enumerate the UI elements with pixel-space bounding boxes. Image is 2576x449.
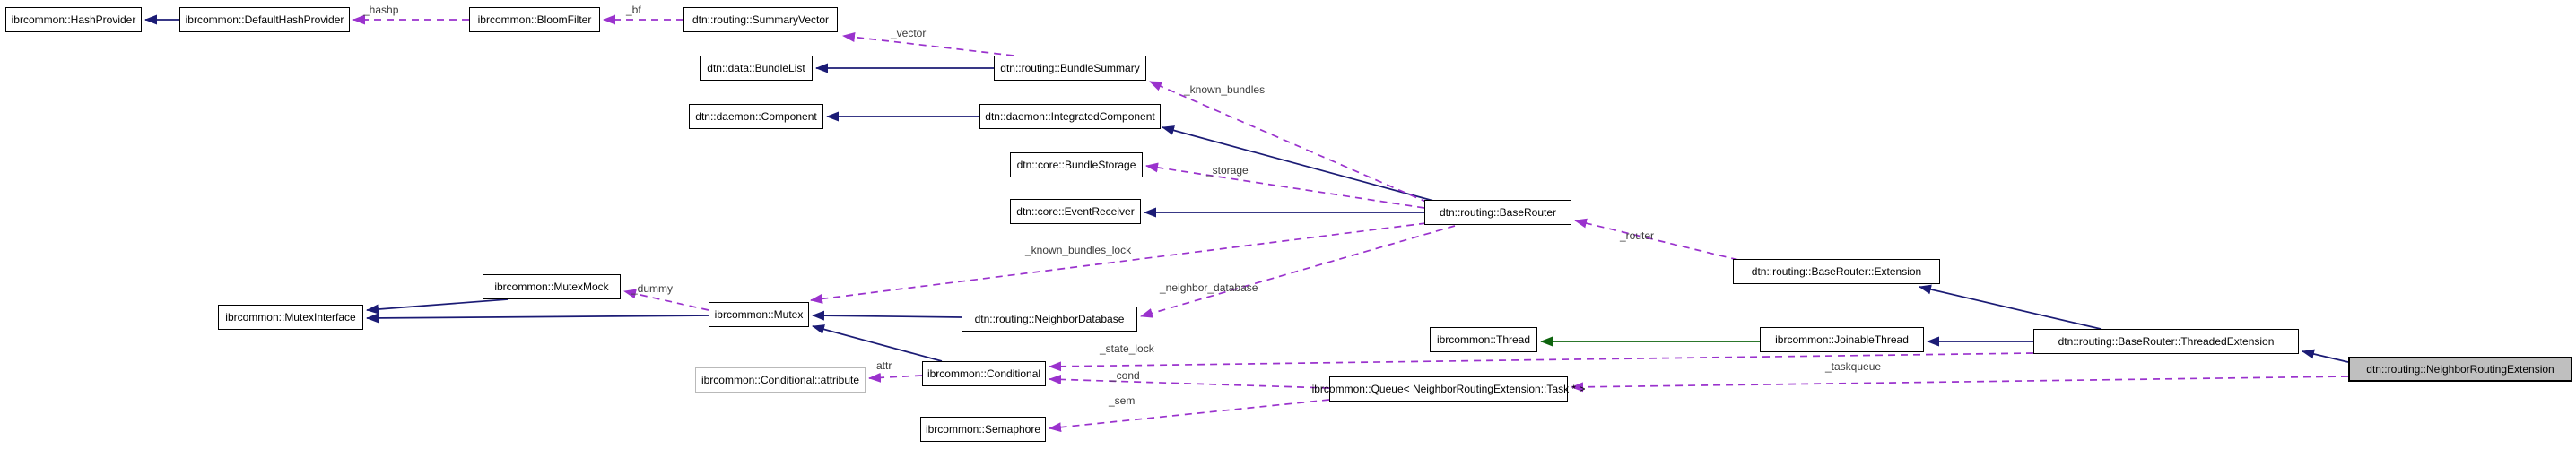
- edge-label-cond: _cond: [1110, 369, 1140, 382]
- edge-label-dummy: _dummy: [631, 282, 674, 295]
- edge-neighbordatabase-to-mutex: [812, 310, 962, 321]
- node-conditional-attribute[interactable]: ibrcommon::Conditional::attribute: [695, 367, 866, 393]
- node-hashprovider[interactable]: ibrcommon::HashProvider: [5, 7, 142, 32]
- edge-queue-to-semaphore: [1049, 399, 1330, 433]
- edge-label-sem: _sem: [1109, 394, 1136, 407]
- edge-baserouter-to-bundlesummary: [1149, 81, 1429, 203]
- edge-baserouter-to-bundlestorage: [1145, 162, 1425, 209]
- edge-baserouter-to-mutex: [810, 222, 1427, 304]
- node-extension[interactable]: dtn::routing::BaseRouter::Extension: [1733, 259, 1940, 284]
- node-conditional[interactable]: ibrcommon::Conditional: [922, 361, 1046, 386]
- node-bundlestorage[interactable]: dtn::core::BundleStorage: [1010, 152, 1143, 177]
- edge-neighborroutingextension-to-threadedextension: [2302, 349, 2349, 363]
- node-integratedcomponent[interactable]: dtn::daemon::IntegratedComponent: [979, 104, 1161, 129]
- node-baserouter[interactable]: dtn::routing::BaseRouter: [1424, 200, 1571, 225]
- edge-extension-to-baserouter: [1574, 218, 1739, 261]
- edge-label-state_lock: _state_lock: [1100, 342, 1154, 355]
- edge-mutexmock-to-mutexinterface: [366, 298, 509, 315]
- node-bloomfilter[interactable]: ibrcommon::BloomFilter: [469, 7, 600, 32]
- edge-label-hashp: _hashp: [363, 4, 399, 16]
- edge-mutex-to-mutexinterface: [366, 313, 709, 324]
- node-defaulthashprovider[interactable]: ibrcommon::DefaultHashProvider: [179, 7, 350, 32]
- edge-mutex-to-mutexmock: [623, 289, 709, 311]
- edge-baserouter-to-neighbordatabase: [1140, 225, 1456, 318]
- edge-threadedextension-to-extension: [1919, 284, 2102, 330]
- edge-label-bf: _bf: [626, 4, 641, 16]
- node-mutex[interactable]: ibrcommon::Mutex: [709, 302, 809, 327]
- edge-label-taskqueue: _taskqueue: [1825, 360, 1882, 373]
- node-bundlelist[interactable]: dtn::data::BundleList: [700, 56, 813, 81]
- node-queue[interactable]: ibrcommon::Queue< NeighborRoutingExtensi…: [1312, 376, 1585, 402]
- edge-label-storage: _storage: [1206, 164, 1249, 177]
- node-semaphore[interactable]: ibrcommon::Semaphore: [920, 417, 1046, 442]
- edge-label-neighbor_database: _neighbor_database: [1160, 281, 1258, 294]
- node-mutexmock[interactable]: ibrcommon::MutexMock: [483, 274, 621, 299]
- edge-bundlesummary-to-summaryvector: [842, 32, 1014, 56]
- edge-label-vector: _vector: [891, 27, 927, 39]
- edge-queue-to-conditional: [1049, 374, 1330, 389]
- edge-neighborroutingextension-to-queue: [1571, 376, 2349, 393]
- node-neighbordatabase[interactable]: dtn::routing::NeighborDatabase: [962, 307, 1137, 332]
- edge-label-attr: attr: [876, 359, 892, 372]
- node-component[interactable]: dtn::daemon::Component: [689, 104, 823, 129]
- edge-label-router: _router: [1620, 229, 1655, 242]
- node-joinablethread[interactable]: ibrcommon::JoinableThread: [1760, 327, 1924, 352]
- node-mutexinterface[interactable]: ibrcommon::MutexInterface: [218, 305, 363, 330]
- edge-baserouter-to-integratedcomponent: [1162, 125, 1434, 202]
- edge-conditional-to-conditional-attribute: [868, 372, 923, 383]
- edge-label-known_bundles_lock: _known_bundles_lock: [1025, 244, 1132, 256]
- node-summaryvector[interactable]: dtn::routing::SummaryVector: [683, 7, 838, 32]
- node-bundlesummary[interactable]: dtn::routing::BundleSummary: [994, 56, 1146, 81]
- edge-conditional-to-mutex: [812, 324, 943, 362]
- node-thread[interactable]: ibrcommon::Thread: [1430, 327, 1537, 352]
- node-threadedextension[interactable]: dtn::routing::BaseRouter::ThreadedExtens…: [2033, 329, 2299, 354]
- edge-threadedextension-to-conditional: [1049, 352, 2034, 372]
- node-eventreceiver[interactable]: dtn::core::EventReceiver: [1010, 199, 1141, 224]
- node-neighborroutingextension: dtn::routing::NeighborRoutingExtension: [2348, 357, 2572, 382]
- edge-label-known_bundles: _known_bundles: [1184, 83, 1266, 96]
